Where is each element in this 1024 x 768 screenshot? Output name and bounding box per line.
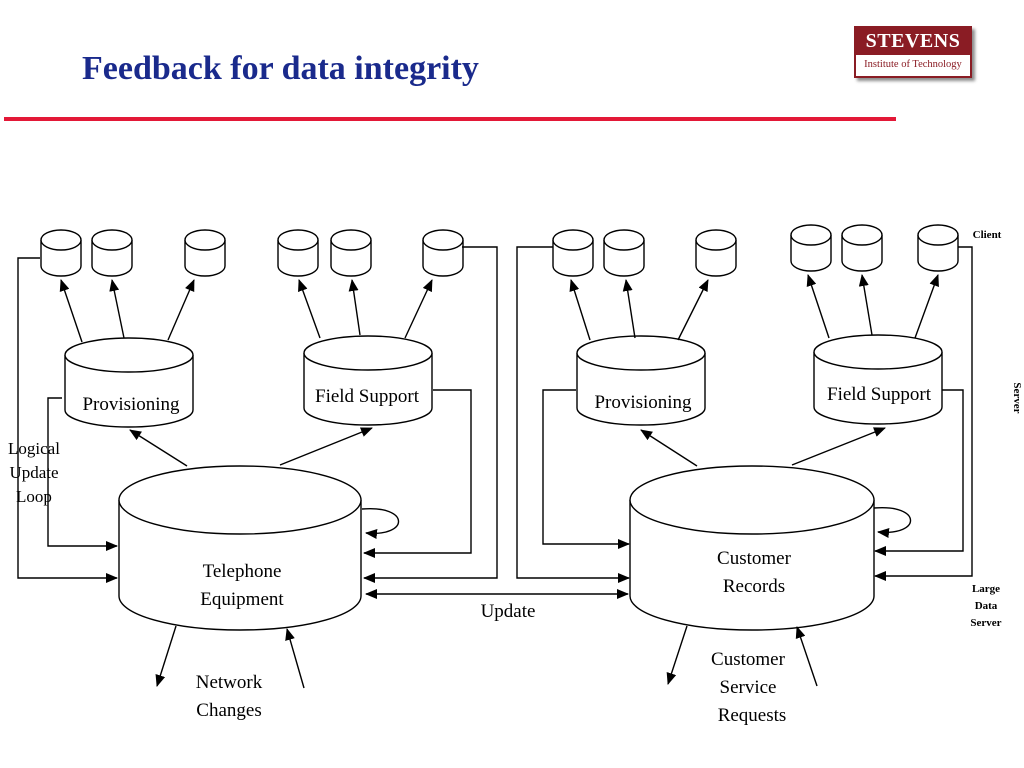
arrow-r-fs-1 <box>806 274 830 339</box>
loop-label-1: Logical <box>8 439 60 458</box>
cylinders <box>40 224 959 631</box>
network-changes-label-1: Network <box>196 672 263 693</box>
right-provisioning-label: Provisioning <box>594 392 692 413</box>
service-requests-label-1: Customer <box>711 649 786 670</box>
arrow-l-prov-3 <box>167 279 195 341</box>
client-db-2 <box>91 229 133 277</box>
customer-records-label-1: Customer <box>717 548 792 569</box>
fs-left-feedback <box>363 389 472 558</box>
arrow-cr-to-fs <box>791 427 886 466</box>
large-server-label-3: Server <box>970 617 1001 629</box>
left-provisioning-label: Provisioning <box>82 394 180 415</box>
client-label: Client <box>973 229 1002 241</box>
telephone-equipment-label-2: Equipment <box>200 589 284 610</box>
arrow-l-fs-3 <box>404 279 433 339</box>
client-db-1 <box>40 229 82 277</box>
self-loop-customer <box>873 507 912 538</box>
client-left-feedback <box>363 246 498 583</box>
arrow-l-prov-1 <box>59 279 83 343</box>
customer-records-label-2: Records <box>723 576 785 597</box>
arrow-service-in <box>795 626 818 687</box>
left-field-support-label: Field Support <box>315 386 420 407</box>
arrow-l-prov-2 <box>109 279 125 339</box>
prov-right-to-cr <box>542 389 630 549</box>
client-db-3 <box>184 229 226 277</box>
loop-left-inner <box>47 397 118 551</box>
network-changes-label-2: Changes <box>196 700 261 721</box>
service-requests-label-3: Requests <box>718 705 787 726</box>
large-server-label-2: Data <box>975 600 998 612</box>
client-db-7 <box>552 229 594 277</box>
self-loops <box>361 507 912 539</box>
arrow-r-fs-2 <box>858 274 873 336</box>
loop-label-2: Update <box>9 463 58 482</box>
telephone-equipment-label-1: Telephone <box>203 561 282 582</box>
right-field-support-db <box>813 334 943 425</box>
client-right-to-cr <box>516 246 630 583</box>
logo-subtitle: Institute of Technology <box>864 59 962 70</box>
update-label: Update <box>481 601 536 622</box>
arrow-te-to-fs <box>279 427 373 466</box>
title-rule <box>4 117 896 121</box>
client-db-5 <box>330 229 372 277</box>
fs-right-feedback <box>874 389 964 556</box>
client-db-10 <box>790 224 832 272</box>
arrow-l-fs-1 <box>298 279 321 339</box>
logo-name: STEVENS <box>856 28 970 55</box>
client-db-6 <box>422 229 464 277</box>
arrow-r-prov-2 <box>622 279 636 339</box>
loop-label-3: Loop <box>16 487 52 506</box>
connectors <box>17 246 973 689</box>
arrow-cr-to-prov <box>640 429 698 467</box>
arrow-te-network-out <box>155 625 177 687</box>
left-field-support-db <box>303 335 433 426</box>
client-db-9 <box>695 229 737 277</box>
client-db-12 <box>917 224 959 272</box>
service-requests-label-2: Service <box>720 677 777 698</box>
arrow-cr-service-out <box>666 625 688 685</box>
customer-records-db <box>629 465 875 631</box>
right-provisioning-db <box>576 335 706 426</box>
client-db-8 <box>603 229 645 277</box>
server-label: Server <box>1011 382 1023 413</box>
self-loop-telephone <box>361 508 400 539</box>
arrow-r-prov-3 <box>677 279 709 341</box>
client-db-4 <box>277 229 319 277</box>
arrow-network-in <box>285 628 305 689</box>
arrow-te-to-prov <box>129 429 188 467</box>
loop-left-outer <box>17 257 118 583</box>
arrow-l-fs-2 <box>348 279 361 336</box>
left-provisioning-db <box>64 337 194 428</box>
telephone-equipment-db <box>118 465 362 631</box>
slide-title: Feedback for data integrity <box>82 50 479 87</box>
stevens-logo: STEVENS Institute of Technology <box>854 26 972 78</box>
right-field-support-label: Field Support <box>827 384 932 405</box>
client-right-feedback <box>874 246 973 581</box>
client-db-11 <box>841 224 883 272</box>
large-server-label-1: Large <box>972 583 1000 595</box>
arrow-r-fs-3 <box>914 274 939 339</box>
arrow-r-prov-1 <box>569 279 591 341</box>
